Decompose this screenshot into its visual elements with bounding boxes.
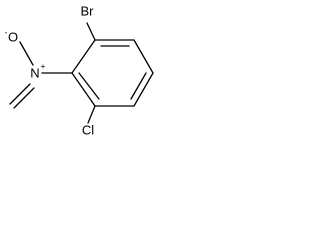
nitro-nitrogen-charge: +	[41, 62, 46, 71]
nitro-oxygen-label: O	[8, 29, 18, 44]
bond-c6-chlorine	[87, 105, 96, 124]
bond-c2-bromine	[86, 22, 96, 41]
bond-nitrogen-oxygen-double-a	[9, 83, 31, 105]
inner-double-bond-left	[78, 72, 100, 100]
bond-nitrogen-oxygen-double-b	[13, 87, 35, 109]
nitro-nitrogen-label: N	[30, 65, 39, 80]
ring-bond-c3-c4	[133, 39, 154, 74]
ring-bond-c6-c1	[71, 72, 96, 107]
nitro-oxygen-charge: -	[5, 28, 8, 37]
bond-nitrogen-oxygen	[19, 41, 34, 66]
inner-double-bond-right	[130, 72, 147, 100]
chlorine-label: Cl	[82, 122, 94, 137]
bromine-label: Br	[81, 3, 95, 18]
ring-bond-c1-c2	[71, 39, 96, 74]
molecule-structure: Br Cl N + O -	[5, 3, 154, 137]
ring-bond-c4-c5	[133, 72, 154, 107]
